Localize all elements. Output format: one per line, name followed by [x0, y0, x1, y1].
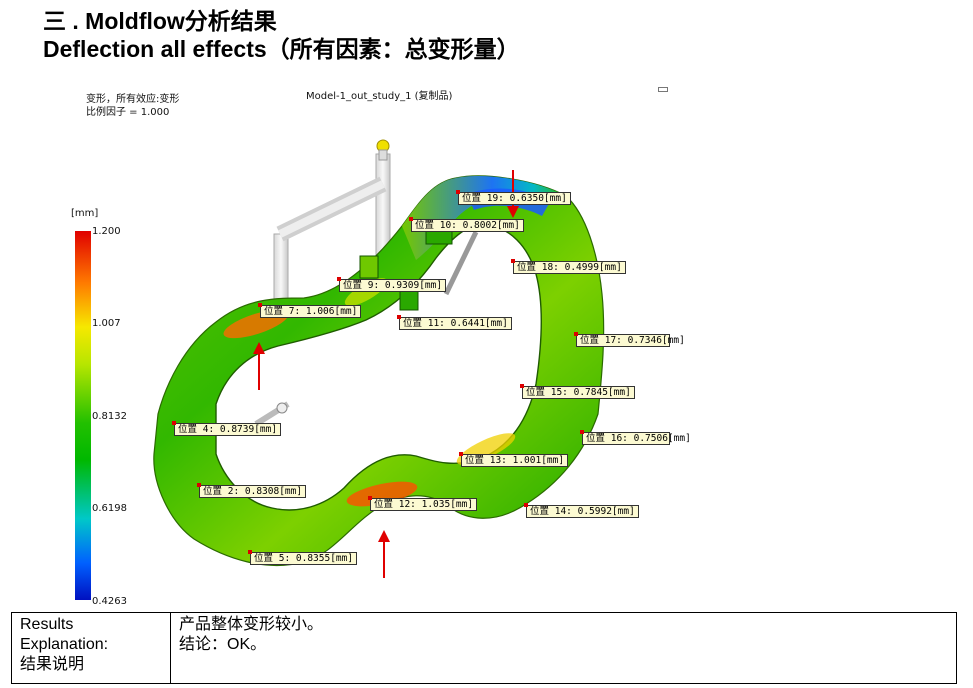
arrow-indicator: [253, 342, 265, 390]
probe-label: 位置 7: 1.006[mm]: [257, 303, 362, 318]
results-line-1: 产品整体变形较小。: [179, 616, 324, 633]
results-header-label: Results Explanation: 结果说明: [20, 616, 109, 673]
probe-label: 位置 16: 0.7506[mm]: [580, 430, 691, 445]
window-minimize-icon[interactable]: [658, 87, 668, 92]
probe-label: 位置 9: 0.9309[mm]: [336, 277, 447, 292]
probe-label: 位置 4: 0.8739[mm]: [171, 421, 282, 436]
page-title: 三 . Moldflow分析结果: [43, 8, 277, 34]
probe-label: 位置 13: 1.001[mm]: [458, 452, 569, 467]
legend-tick: 1.007: [92, 318, 121, 329]
legend-tick: 1.200: [92, 226, 121, 237]
legend-tick: 0.8132: [92, 411, 127, 422]
color-legend-bar: [75, 231, 91, 600]
result-name: 变形，所有效应:变形: [86, 94, 180, 105]
analysis-viewport[interactable]: 变形，所有效应:变形 比例因子 = 1.000 Model-1_out_stud…: [66, 84, 691, 612]
probe-label: 位置 14: 0.5992[mm]: [524, 503, 639, 518]
probe-label: 位置 15: 0.7845[mm]: [520, 384, 635, 399]
probe-label: 位置 2: 0.8308[mm]: [196, 483, 307, 498]
probe-label: 位置 5: 0.8355[mm]: [247, 550, 358, 565]
legend-tick: 0.6198: [92, 503, 127, 514]
probe-label: 位置 12: 1.035[mm]: [367, 496, 478, 511]
probe-label: 位置 18: 0.4999[mm]: [511, 259, 626, 274]
part-model-graphic: [153, 139, 605, 566]
results-table: Results Explanation: 结果说明 产品整体变形较小。 结论：O…: [11, 612, 957, 684]
page-subtitle: Deflection all effects（所有因素：总变形量）: [43, 36, 520, 62]
legend-tick: 0.4263: [92, 596, 127, 607]
model-name: Model-1_out_study_1 (复制品): [306, 91, 453, 102]
results-line-2: 结论：OK。: [179, 636, 267, 653]
arrow-indicator: [378, 530, 390, 578]
results-header-cell: Results Explanation: 结果说明: [11, 612, 171, 684]
scale-factor: 比例因子 = 1.000: [86, 107, 170, 118]
probe-label: 位置 10: 0.8002[mm]: [409, 217, 524, 232]
probe-label: 位置 17: 0.7346[mm]: [574, 332, 685, 347]
results-content-cell: 产品整体变形较小。 结论：OK。: [170, 612, 957, 684]
probe-label: 位置 11: 0.6441[mm]: [397, 315, 512, 330]
legend-unit: [mm]: [71, 208, 99, 219]
probe-label: 位置 19: 0.6350[mm]: [456, 190, 571, 205]
